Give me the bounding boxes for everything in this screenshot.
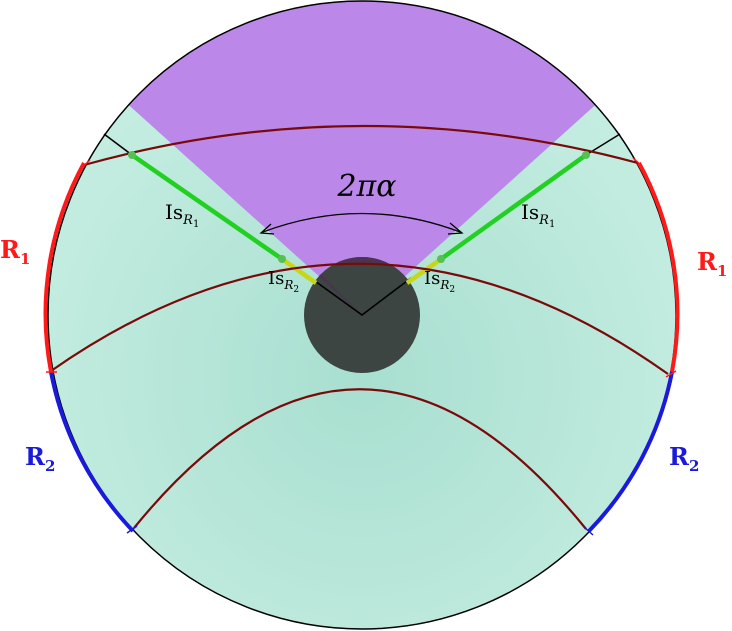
region-r1-right-arc — [637, 162, 680, 373]
region-r2-right-arc — [587, 371, 674, 533]
island-r2-label-right: IsR2 — [424, 268, 455, 295]
island-r1-label-right: IsR1 — [521, 200, 555, 230]
wedge-region — [48, 1, 676, 315]
region-r2-label-right: R2 — [669, 442, 699, 475]
region-ticks-blue — [126, 525, 594, 536]
island-r1-left — [130, 153, 284, 261]
island-r2-right — [405, 257, 443, 285]
geodesic-middle — [50, 262, 669, 375]
region-r2-left-arc — [49, 371, 135, 533]
geodesic-outer — [83, 124, 639, 167]
island-r2-label-left: IsR2 — [268, 268, 299, 295]
angle-arrow-right — [447, 222, 464, 235]
geodesic-inner — [133, 388, 587, 530]
point-dot — [582, 151, 590, 159]
region-r1-label-right: R1 — [697, 247, 727, 280]
wedge-edge-left-outer — [103, 133, 133, 156]
island-r1-label-left: IsR1 — [165, 200, 199, 230]
island-r1-right — [439, 153, 588, 261]
island-r2-left — [280, 257, 318, 285]
region-ticks — [46, 157, 677, 378]
black-hole-wedge-edges — [307, 275, 412, 316]
region-r1-left-arc — [43, 162, 86, 373]
angle-label: 2πα — [336, 169, 396, 204]
point-dot — [278, 255, 286, 263]
point-dot — [437, 255, 445, 263]
angle-arc — [262, 212, 461, 233]
region-r1-label-left: R1 — [0, 235, 30, 268]
point-dot — [128, 151, 136, 159]
region-r2-label-left: R2 — [25, 442, 55, 475]
angle-arrow-left — [259, 223, 275, 235]
